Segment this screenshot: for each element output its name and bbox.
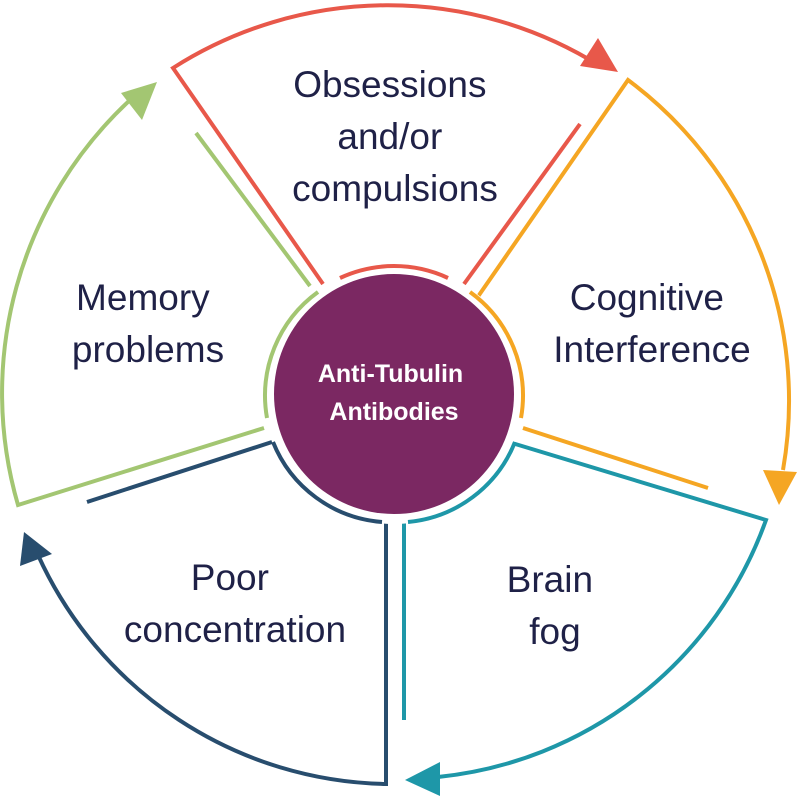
segment-poor-concentration-label: Poor concentration	[124, 557, 346, 650]
arrow-head-icon	[580, 38, 618, 72]
segment-obsessions-label: Obsessions and/or compulsions	[292, 64, 498, 209]
segment-cognitive: Cognitive Interference	[475, 77, 797, 505]
arrow-head-icon	[121, 82, 157, 120]
segment-cognitive-label: Cognitive Interference	[553, 277, 750, 370]
hub-ring-arc	[407, 441, 517, 524]
segment-obsessions-outline	[170, 3, 602, 286]
hub-circle	[274, 274, 514, 514]
arrow-head-icon	[405, 762, 440, 796]
segment-memory: Memory problems	[0, 82, 312, 508]
segment-cognitive-divider	[522, 426, 709, 490]
hub-ring-arc	[271, 441, 383, 524]
hub: Anti-Tubulin Antibodies	[263, 264, 525, 524]
hub-ring-arc	[468, 290, 525, 419]
hub-ring-arc	[263, 290, 320, 419]
segment-brain-fog: Brain fog	[402, 441, 769, 796]
segment-memory-divider	[194, 131, 312, 288]
segment-poor-concentration-outline	[36, 522, 388, 787]
segment-brain-fog-outline	[437, 441, 769, 779]
hub-ring-arc	[339, 264, 449, 280]
segment-cognitive-outline	[475, 77, 792, 471]
hub-label: Anti-Tubulin Antibodies	[318, 360, 470, 426]
segment-memory-outline	[0, 98, 265, 508]
arrow-head-icon	[763, 470, 797, 505]
segment-obsessions-divider	[462, 122, 582, 286]
arrow-head-icon	[20, 532, 52, 566]
segment-brain-fog-label: Brain fog	[507, 559, 604, 652]
segment-poor-concentration-divider	[86, 440, 273, 504]
segment-poor-concentration: Poor concentration	[20, 440, 388, 787]
segment-memory-label: Memory problems	[72, 277, 224, 370]
segment-obsessions: Obsessions and/or compulsions	[170, 3, 618, 286]
